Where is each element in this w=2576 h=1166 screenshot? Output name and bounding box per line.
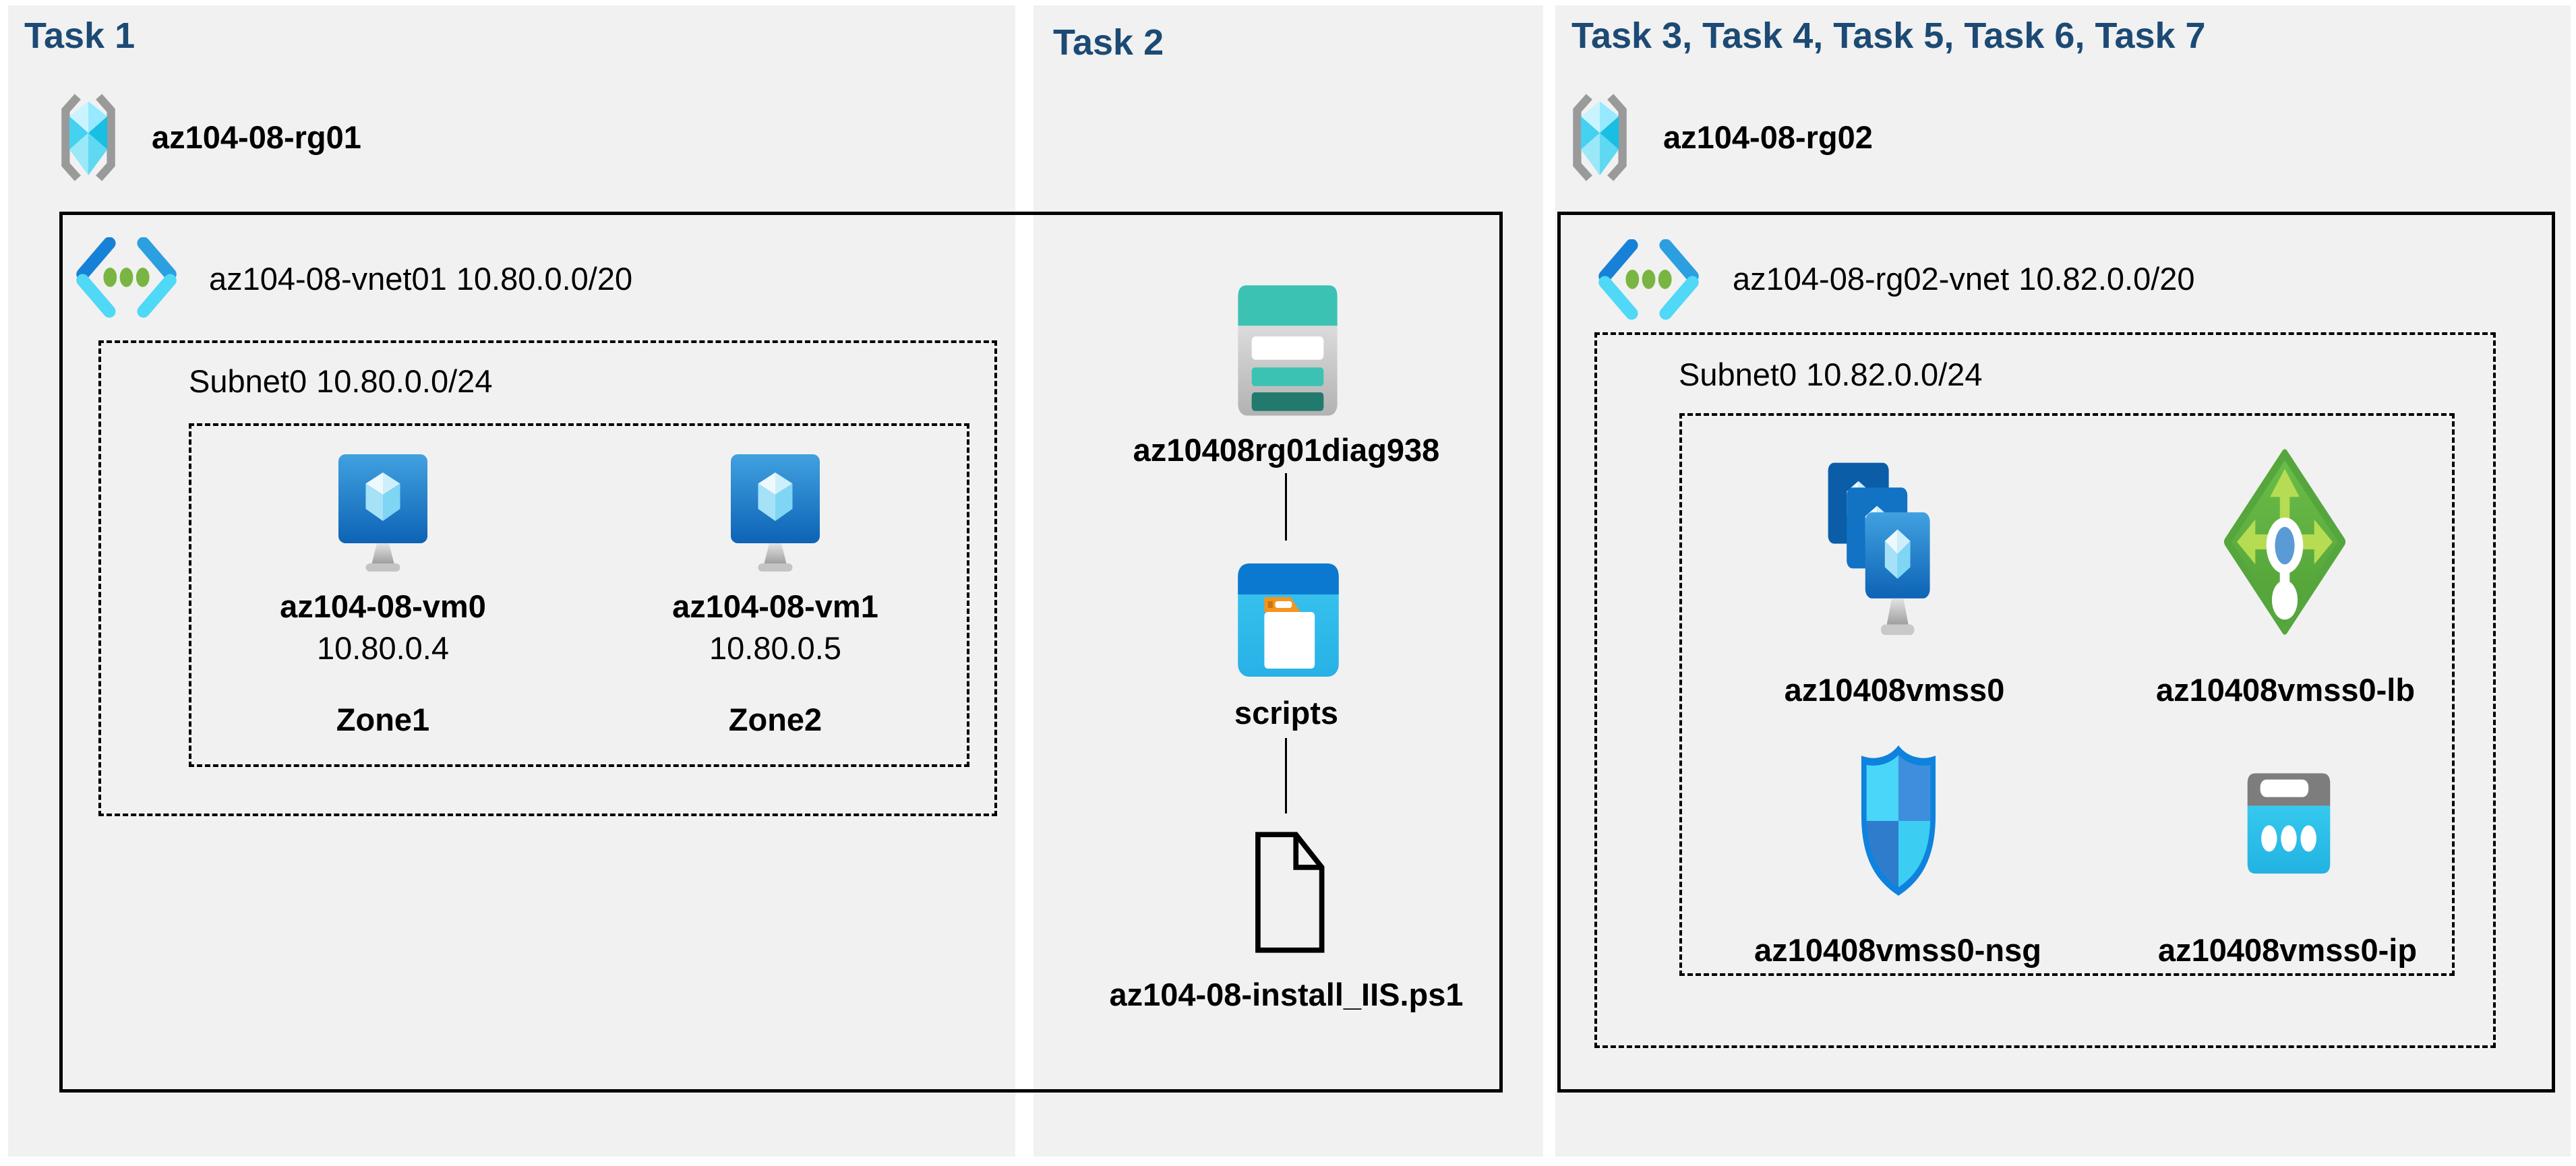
container-label: scripts [1234,695,1339,731]
subnet-cidr: 10.80.0.0/24 [316,363,493,399]
resource-label: az10408vmss0-nsg [1754,932,2041,968]
vnet-cidr: 10.82.0.0/20 [2018,261,2195,297]
subnet-box [98,340,997,816]
task3-panel [1555,5,2571,1157]
resource-group-label: az104-08-rg02 [1663,119,1873,155]
vm-zone: Zone2 [728,702,822,737]
subnet-label: Subnet0 10.82.0.0/24 [1679,356,1982,393]
vm-ip: 10.80.0.4 [316,630,450,666]
vmss-icon [1820,455,1952,657]
connector-line [1285,473,1287,541]
resource-label: az10408vmss0 [1784,672,2005,708]
subnet-cidr: 10.82.0.0/24 [1806,357,1983,392]
subnet-name: Subnet0 [189,363,307,399]
subnet-name: Subnet0 [1679,357,1797,392]
connector-line [1285,738,1287,814]
public-ip-icon [2240,758,2338,884]
subnet-box [1594,332,2496,1048]
resource-group-icon [51,93,126,182]
virtual-network-icon [1593,239,1704,321]
resource-label: az10408vmss0-ip [2157,932,2418,968]
resource-group-icon [1562,93,1638,182]
task1-panel [8,5,1015,1157]
task2-title: Task 2 [1053,22,1164,63]
task1-title: Task 1 [24,16,136,56]
file-icon [1246,828,1332,957]
vnet-box [1557,212,2555,1093]
load-balancer-icon [2223,448,2346,636]
virtual-machine-icon [725,450,826,574]
resource-group-label: az104-08-rg01 [152,119,361,155]
resources-box [1679,413,2455,976]
vnet-name: az104-08-rg02-vnet [1733,261,2010,297]
storage-account-label: az10408rg01diag938 [1133,432,1440,468]
vm-name: az104-08-vm1 [672,588,878,624]
file-label: az104-08-install_IIS.ps1 [1109,977,1464,1012]
virtual-machine-icon [332,450,433,574]
vnet-name: az104-08-vnet01 [209,261,447,297]
nsg-icon [1855,743,1942,899]
resource-label: az10408vmss0-lb [2155,672,2416,708]
blob-container-icon [1228,553,1348,687]
task3-title: Task 3, Task 4, Task 5, Task 6, Task 7 [1571,16,2206,56]
virtual-network-icon [71,237,182,319]
vm-zone: Zone1 [336,702,430,737]
vm-name: az104-08-vm0 [280,588,486,624]
vnet-cidr: 10.80.0.0/20 [456,261,633,297]
vm-ip: 10.80.0.5 [709,630,842,666]
vnet-box [59,212,1503,1093]
zone-box [189,423,969,767]
storage-account-icon [1226,273,1350,428]
